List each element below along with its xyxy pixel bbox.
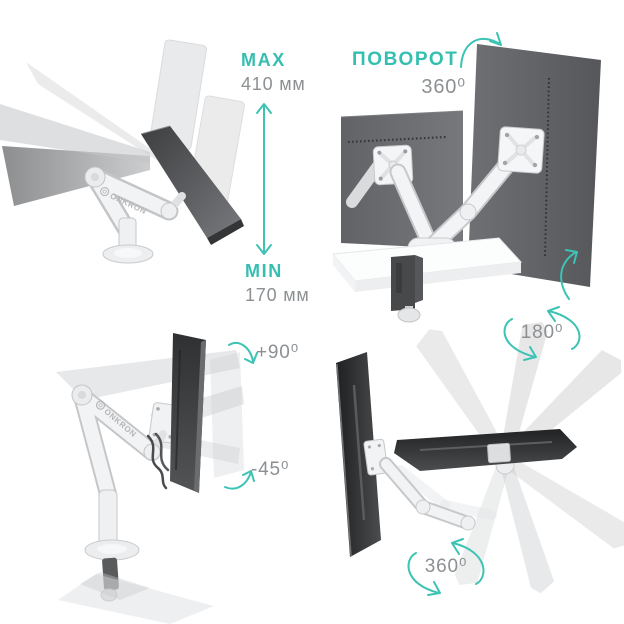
min-label: MIN [245, 261, 283, 281]
onkron-logo-icon [95, 400, 106, 410]
monitor-tilted [140, 125, 244, 245]
rotation-value: 360⁰ [421, 76, 466, 98]
tilt-down-value: -45⁰ [251, 459, 290, 480]
tilt-up-value: +90⁰ [256, 342, 300, 363]
monitor-top-view [394, 429, 577, 471]
ghost-monitors [149, 39, 245, 209]
ghost-monitor-wedge [0, 104, 150, 163]
monitor-tilted [170, 333, 206, 493]
arm-pole [98, 489, 118, 547]
swivel-illustration [336, 306, 624, 596]
rotate-cw-arrow-icon [460, 32, 502, 68]
under-desk-clamp [102, 557, 119, 591]
monitor-side-view [336, 352, 381, 557]
height-illustration: ONKRON [0, 39, 272, 264]
desk-clamp [391, 255, 423, 323]
rotate-up-arrow-icon [560, 249, 578, 300]
mount-arm: ONKRON [71, 384, 167, 602]
vent-dots [544, 77, 550, 259]
desk-shadow [80, 572, 150, 600]
tilt-illustration: ONKRON [56, 333, 258, 624]
ghost-monitor-wedge [2, 146, 150, 206]
height-range-arrow-icon [256, 103, 272, 255]
cables [146, 432, 170, 490]
tilt-up-arrow-icon [224, 470, 255, 490]
vesa-plate [497, 126, 545, 174]
desk-surface [332, 237, 523, 292]
rotation-illustration [332, 32, 601, 323]
vent-dots [347, 135, 447, 144]
pivot-value: 180⁰ [520, 322, 564, 343]
rotate-360-arrows-icon [407, 538, 485, 596]
rotate-value: 360⁰ [424, 556, 468, 577]
ghost-monitor-wedge [210, 352, 244, 478]
pivot-180-arrows-icon [503, 306, 581, 361]
mount-arm: ONKRON [84, 166, 186, 264]
tilt-down-arrow-icon [228, 342, 258, 364]
desk-shadow [58, 574, 214, 624]
ghost-monitor-wedge [26, 62, 158, 161]
onkron-logo-icon [100, 186, 110, 197]
max-value: 410 мм [241, 74, 306, 94]
min-value: 170 мм [245, 285, 310, 305]
clamp-knob [397, 307, 421, 323]
max-label: MAX [241, 50, 286, 70]
clamp-knob [100, 588, 118, 602]
rotation-label: ПОВОРОТ [352, 49, 459, 70]
